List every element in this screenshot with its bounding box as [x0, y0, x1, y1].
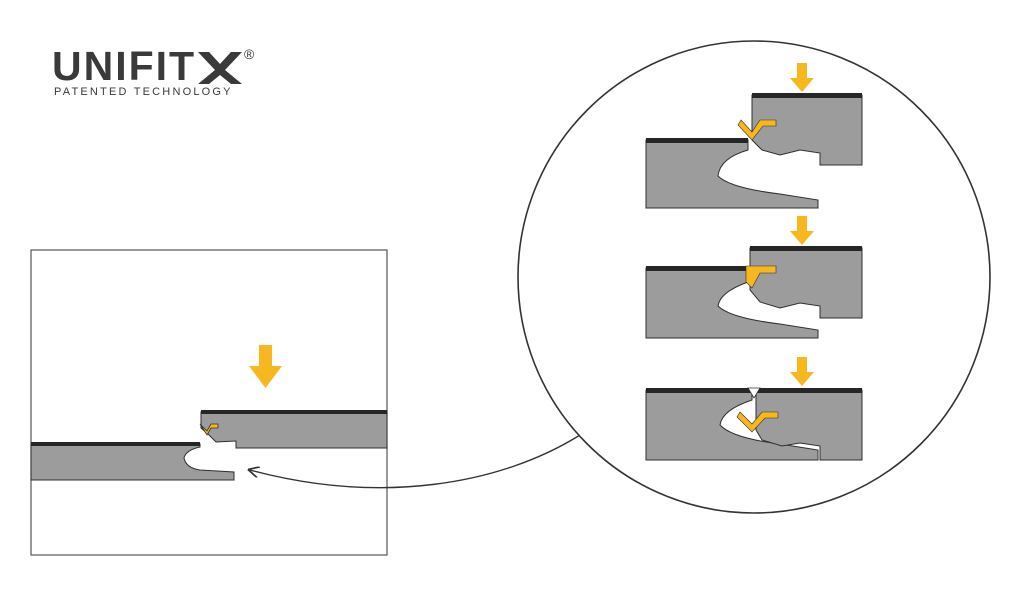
step-2-right-surface [750, 246, 862, 251]
step-1-separated [645, 63, 863, 209]
step-3-right-surface [756, 388, 862, 393]
overview-right-surface [201, 410, 387, 414]
brand-logo: UNIFIT ® PATENTED TECHNOLOGY [52, 44, 282, 104]
overview-panel [30, 249, 388, 556]
step-1-yellow-insert [737, 119, 777, 141]
overview-left-plank [30, 443, 235, 481]
step-2-engaging [645, 216, 863, 339]
overview-right-plank [200, 411, 388, 449]
press-down-arrow-icon [790, 63, 814, 92]
step-1-right-plank [751, 94, 863, 166]
x-chevron-mark-icon [198, 52, 242, 84]
press-down-arrow-icon [790, 357, 814, 386]
press-down-arrow-icon [249, 345, 282, 388]
step-3-yellow-insert [736, 411, 779, 433]
logo-wordmark: UNIFIT [52, 43, 197, 89]
step-3-right-plank [755, 389, 863, 461]
step-2-yellow-insert [745, 265, 777, 289]
zoom-connector-arrow [250, 434, 581, 489]
overview-left-surface [31, 442, 200, 446]
step-3-joint-notch [747, 387, 761, 399]
step-1-left-surface [646, 138, 748, 143]
step-2-right-plank [749, 247, 863, 319]
overview-frame [30, 249, 388, 556]
overview-insert [199, 423, 219, 436]
logo-tagline: PATENTED TECHNOLOGY [54, 86, 233, 98]
step-2-left-plank [645, 267, 819, 339]
registered-mark: ® [244, 46, 255, 62]
step-1-left-plank [645, 139, 819, 209]
step-1-right-surface [752, 93, 862, 98]
step-3-left-surface [646, 388, 752, 393]
press-down-arrow-icon [790, 216, 814, 245]
step-3-locked [645, 357, 863, 461]
step-2-left-surface [646, 266, 748, 271]
